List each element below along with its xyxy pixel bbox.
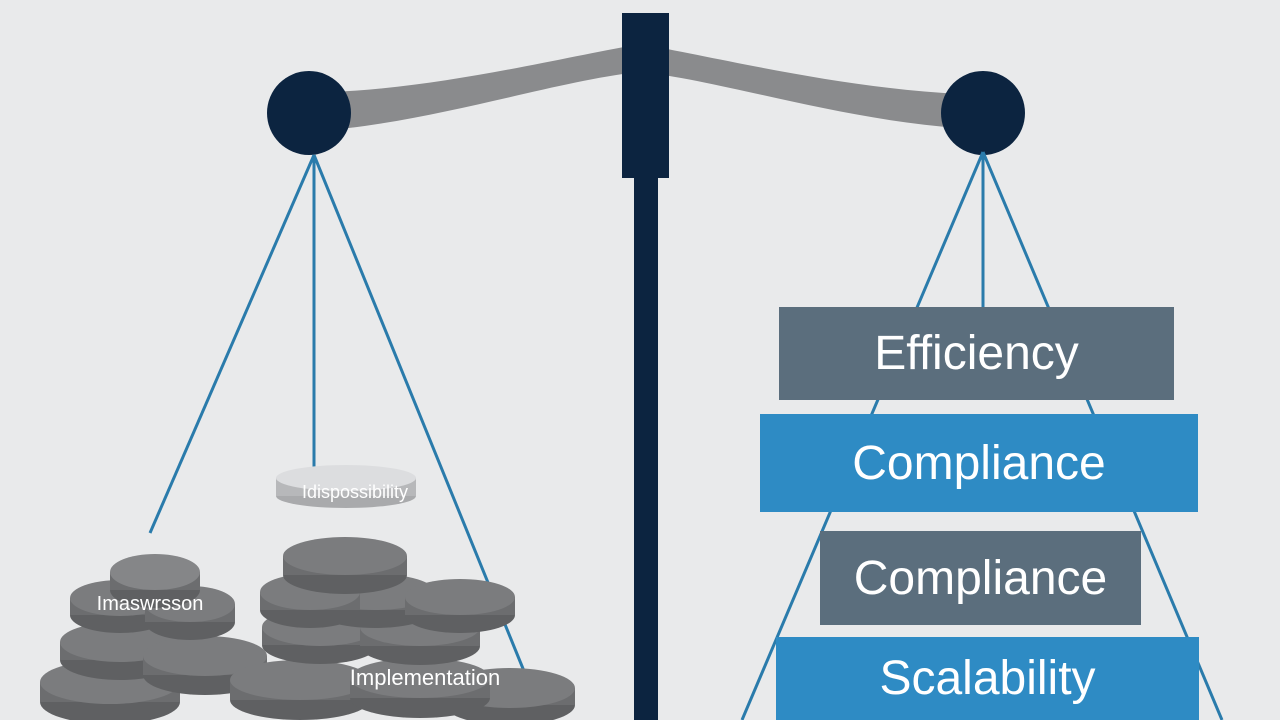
right-pivot-knob: [941, 71, 1025, 155]
block-compliance-top: Compliance: [760, 414, 1198, 512]
coin-label-hanging: Idispossibility: [302, 482, 408, 502]
left-pivot-knob: [267, 71, 351, 155]
scale-post: [634, 150, 658, 720]
hanging-coin: [276, 465, 416, 508]
scale-column-top: [622, 13, 669, 178]
coin-pile: [40, 537, 575, 720]
block-efficiency: Efficiency: [779, 307, 1174, 400]
coin-label-pile-left: Imaswrsson: [97, 593, 204, 615]
block-compliance-bottom: Compliance: [820, 531, 1141, 625]
block-scalability: Scalability: [776, 637, 1199, 720]
coin-label-pile-right: Implementation: [350, 665, 500, 690]
